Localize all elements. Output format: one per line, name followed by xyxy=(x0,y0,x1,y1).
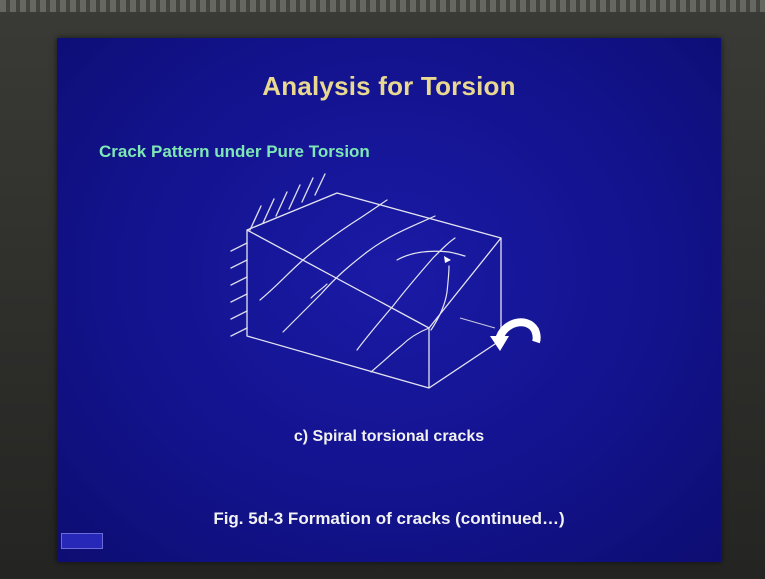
spiral-cracks xyxy=(259,199,466,373)
corner-logo-icon xyxy=(61,533,103,549)
figure-caption: Fig. 5d-3 Formation of cracks (continued… xyxy=(213,509,565,528)
pointer-marker xyxy=(444,256,451,263)
presentation-slide: Analysis for Torsion Crack Pattern under… xyxy=(57,38,721,562)
top-strip xyxy=(0,0,765,12)
torsion-beam-diagram xyxy=(230,173,541,389)
slide-title: Analysis for Torsion xyxy=(262,71,516,101)
torque-arrow-icon xyxy=(459,317,541,351)
fixed-support-hatching-icon xyxy=(230,173,326,337)
beam-outline xyxy=(246,192,502,389)
diagram-caption: c) Spiral torsional cracks xyxy=(293,428,485,445)
slide-subtitle: Crack Pattern under Pure Torsion xyxy=(99,142,370,161)
